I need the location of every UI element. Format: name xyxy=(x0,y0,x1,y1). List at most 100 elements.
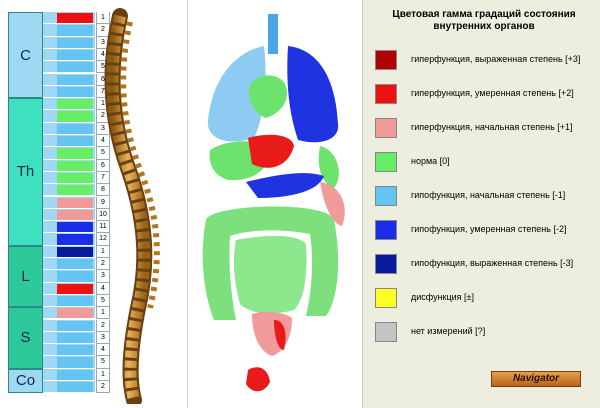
segment-state-marker xyxy=(57,369,93,380)
spine-segment[interactable] xyxy=(43,356,95,369)
segment-state-marker xyxy=(57,259,93,270)
vertebra-number: 4 xyxy=(96,282,110,295)
vertebra-number: 3 xyxy=(96,331,110,345)
segment-state-marker xyxy=(57,99,93,110)
color-swatch xyxy=(375,152,397,172)
segment-state-marker xyxy=(57,62,93,73)
spine-segment[interactable] xyxy=(43,282,95,295)
spine-segment[interactable] xyxy=(43,135,95,148)
segment-state-marker xyxy=(57,295,93,307)
segment-state-marker xyxy=(57,382,93,393)
legend-row: норма [0] xyxy=(375,152,597,172)
bladder-organ[interactable] xyxy=(252,311,292,356)
segment-state-marker xyxy=(57,148,93,159)
spine-segment[interactable] xyxy=(43,294,95,308)
pancreas-organ[interactable] xyxy=(246,173,324,198)
segment-state-marker xyxy=(57,123,93,134)
spine-region[interactable]: S xyxy=(8,307,43,369)
spine-segment[interactable] xyxy=(43,36,95,49)
spine-region-label: C xyxy=(20,46,31,64)
vertebra-number: 1 xyxy=(96,307,110,320)
spine-segment[interactable] xyxy=(43,208,95,222)
legend-row: гиперфункция, начальная степень [+1] xyxy=(375,118,597,138)
segment-state-marker xyxy=(57,13,93,24)
spine-segment[interactable] xyxy=(43,159,95,172)
vertebra-number: 5 xyxy=(96,294,110,308)
segment-state-marker xyxy=(57,160,93,171)
spine-segment[interactable] xyxy=(43,319,95,332)
spine-segment[interactable] xyxy=(43,258,95,271)
left-lung-organ[interactable] xyxy=(287,46,339,143)
spine-segment[interactable] xyxy=(43,221,95,234)
spine-segment[interactable] xyxy=(43,122,95,135)
spine-region-label: L xyxy=(21,267,30,285)
vertebra-number: 2 xyxy=(96,381,110,394)
spine-segment[interactable] xyxy=(43,98,95,111)
spine-segment[interactable] xyxy=(43,48,95,62)
spine-region-label: Co xyxy=(15,372,36,390)
segment-state-marker xyxy=(57,111,93,122)
spine-segment[interactable] xyxy=(43,110,95,123)
small-intestine-organ[interactable] xyxy=(233,235,307,314)
color-swatch xyxy=(375,288,397,308)
segment-state-marker xyxy=(57,49,93,61)
reproductive-organ[interactable] xyxy=(274,320,286,350)
spine-segment[interactable] xyxy=(43,171,95,185)
spine-segment[interactable] xyxy=(43,184,95,197)
segment-state-marker xyxy=(57,209,93,221)
right-lung-organ[interactable] xyxy=(207,46,266,142)
spine-segment[interactable] xyxy=(43,12,95,25)
color-swatch xyxy=(375,118,397,138)
spine-region[interactable]: Th xyxy=(8,98,43,246)
vertebra-number: 1 xyxy=(96,12,110,25)
spine-region[interactable]: L xyxy=(8,245,43,308)
legend-row: нет измерений [?] xyxy=(375,322,597,342)
vertebra-number: 9 xyxy=(96,196,110,209)
spine-segment[interactable] xyxy=(43,344,95,357)
spine-segment[interactable] xyxy=(43,381,95,394)
legend-label: дисфункция [±] xyxy=(411,292,474,302)
heart-organ[interactable] xyxy=(248,75,288,118)
spine-segment[interactable] xyxy=(43,24,95,37)
navigator-button[interactable]: Navigator xyxy=(491,371,581,387)
segment-state-marker xyxy=(57,320,93,331)
legend-label: гиперфункция, начальная степень [+1] xyxy=(411,122,573,132)
kidney-organ[interactable] xyxy=(320,182,345,226)
spine-region-label: Th xyxy=(16,163,35,181)
organs-illustration xyxy=(202,14,345,392)
spine-region[interactable]: Co xyxy=(8,368,43,394)
spine-segment[interactable] xyxy=(43,245,95,258)
segment-state-marker xyxy=(57,271,93,282)
vertebra-number: 12 xyxy=(96,233,110,246)
spine-segment[interactable] xyxy=(43,73,95,86)
legend-label: гипофункция, умеренная степень [-2] xyxy=(411,224,567,234)
gonad-organ[interactable] xyxy=(246,367,270,392)
legend-panel: Цветовая гамма градаций состояния внутре… xyxy=(362,0,600,408)
spleen-organ[interactable] xyxy=(318,146,339,188)
color-swatch xyxy=(375,220,397,240)
segment-state-marker xyxy=(57,283,93,294)
segment-state-marker xyxy=(57,345,93,356)
spine-region[interactable]: C xyxy=(8,12,43,99)
segment-state-marker xyxy=(57,308,93,319)
legend-label: нет измерений [?] xyxy=(411,326,486,336)
large-intestine-organ[interactable] xyxy=(202,206,339,320)
spine-segment[interactable] xyxy=(43,196,95,209)
spine-segment[interactable] xyxy=(43,85,95,99)
spine-segment[interactable] xyxy=(43,270,95,283)
legend-label: гипофункция, начальная степень [-1] xyxy=(411,190,566,200)
vertebra-number: 4 xyxy=(96,135,110,148)
organs-panel xyxy=(188,0,362,408)
vertebra-number: 1 xyxy=(96,245,110,258)
segment-state-marker xyxy=(57,172,93,184)
spine-segment[interactable] xyxy=(43,331,95,345)
vertebra-number: 11 xyxy=(96,221,110,234)
spine-segment[interactable] xyxy=(43,368,95,381)
legend-label: гипофункция, выраженная степень [-3] xyxy=(411,258,574,268)
spine-segment[interactable] xyxy=(43,307,95,320)
spine-segment[interactable] xyxy=(43,147,95,160)
spine-segment[interactable] xyxy=(43,233,95,246)
liver-lobe-organ[interactable] xyxy=(248,134,294,168)
spine-segment[interactable] xyxy=(43,61,95,74)
trachea-organ[interactable] xyxy=(268,14,278,54)
